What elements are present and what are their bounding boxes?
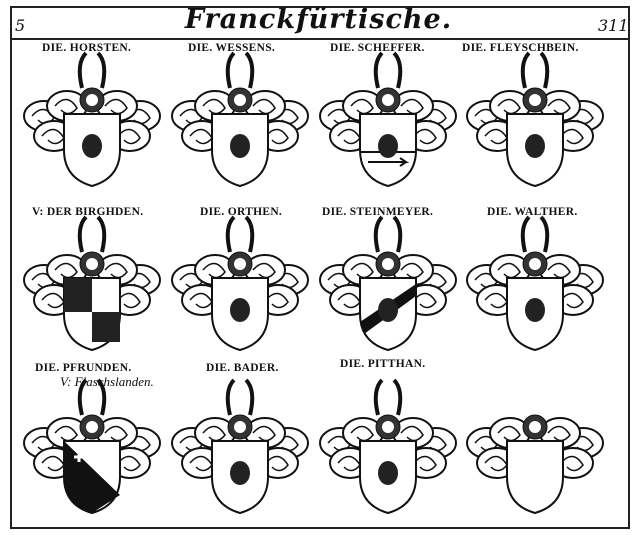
title-rule [10, 38, 630, 40]
shield [506, 440, 564, 515]
crest [225, 51, 255, 89]
coat-of-arms-bend-lion [319, 215, 457, 352]
crest [373, 215, 403, 253]
label-fleyschbein: DIE. FLEYSCHBEIN. [462, 42, 579, 54]
goat-icon [525, 298, 545, 322]
flowers-icon [230, 134, 250, 158]
coat-of-arms-blank [466, 414, 604, 515]
label-wessens: DIE. WESSENS. [188, 42, 276, 54]
coat-of-arms-dog [466, 51, 604, 188]
coat-of-arms-stag [23, 51, 161, 188]
mantling-scroll [560, 128, 584, 145]
label-horsten: DIE. HORSTEN. [42, 42, 132, 54]
mantling-scroll [117, 128, 141, 145]
helmet-visor [382, 94, 394, 106]
helmet-visor [234, 421, 246, 433]
bend-lion-icon [378, 298, 398, 322]
page-border [10, 6, 630, 529]
shield-quarter [64, 278, 92, 312]
mantling-scroll [413, 292, 437, 309]
coat-of-arms-horns-arrow [319, 51, 457, 188]
cross-icon [74, 452, 84, 462]
mantling-scroll [413, 455, 437, 472]
mantling-scroll [265, 455, 289, 472]
lion-icon [230, 298, 250, 322]
helmet-visor [234, 94, 246, 106]
mantling-scroll [413, 128, 437, 145]
label-steinmeyer: DIE. STEINMEYER. [322, 206, 434, 218]
mantling-scroll [117, 455, 141, 472]
coat-of-arms-cock [319, 378, 457, 515]
label-birghden: V: DER BIRGHDEN. [32, 206, 144, 218]
tree-icon [230, 461, 250, 485]
crest [225, 215, 255, 253]
coat-of-arms-cross [23, 378, 161, 515]
dog-icon [525, 134, 545, 158]
crest [225, 378, 255, 416]
cock-icon [378, 461, 398, 485]
helmet-visor [234, 258, 246, 270]
horns-arrow-icon [378, 134, 398, 158]
helmet-visor [529, 421, 541, 433]
crest [77, 215, 107, 253]
mantling-scroll [117, 292, 141, 309]
helmet-visor [382, 258, 394, 270]
coat-of-arms-goat [466, 215, 604, 352]
crest [520, 215, 550, 253]
helmet-visor [529, 94, 541, 106]
stag-icon [82, 134, 102, 158]
helmet-visor [529, 258, 541, 270]
coat-of-arms-quartered [23, 215, 161, 352]
coat-of-arms-lion [171, 215, 309, 352]
coat-of-arms-flowers [171, 51, 309, 188]
right-page-number: 311 [598, 16, 629, 35]
label-scheffer: DIE. SCHEFFER. [330, 42, 425, 54]
crest [373, 378, 403, 416]
coat-of-arms-tree [171, 378, 309, 515]
label-bader: DIE. BADER. [206, 362, 279, 374]
label-orthen: DIE. ORTHEN. [200, 206, 283, 218]
label-pfrunden: DIE. PFRUNDEN. [35, 362, 132, 374]
crest [520, 51, 550, 89]
mantling-scroll [560, 292, 584, 309]
helmet-visor [86, 258, 98, 270]
crest [77, 378, 107, 416]
shield-quarter [92, 312, 120, 342]
mantling-scroll [265, 128, 289, 145]
label-pitthan: DIE. PITTHAN. [340, 358, 426, 370]
page-title: Franckfürtische. [184, 4, 453, 35]
mantling-scroll [265, 292, 289, 309]
helmet-visor [382, 421, 394, 433]
left-page-number: 5 [15, 16, 26, 35]
crest [77, 51, 107, 89]
helmet-visor [86, 94, 98, 106]
helmet-visor [86, 421, 98, 433]
crest [373, 51, 403, 89]
label-walther: DIE. WALTHER. [487, 206, 578, 218]
mantling-scroll [560, 455, 584, 472]
